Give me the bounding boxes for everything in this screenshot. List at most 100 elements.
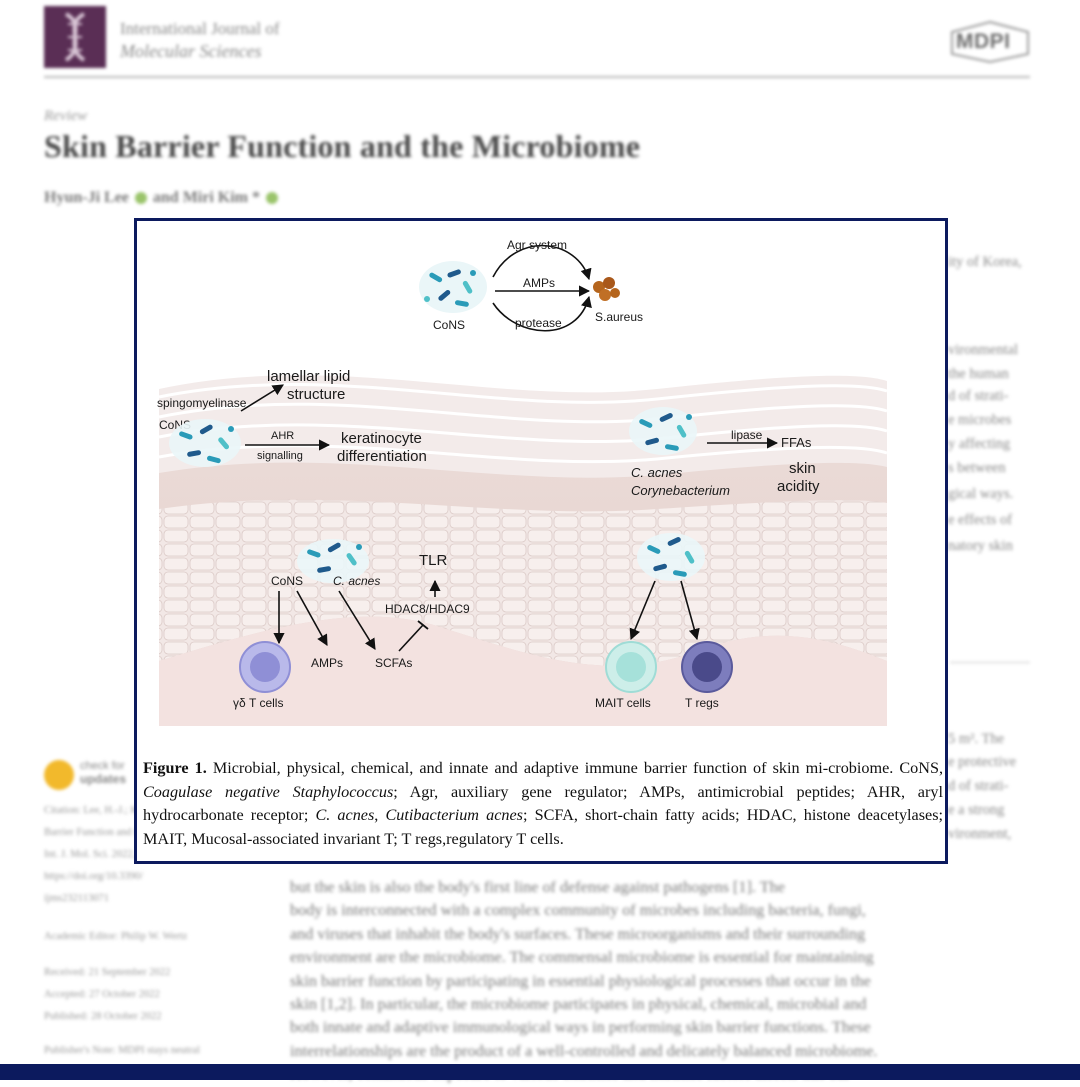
to-mait-arrow <box>629 580 656 641</box>
mdpi-logo: MDPI <box>950 20 1030 64</box>
protease-label: protease <box>515 316 562 330</box>
right-text-fragment: e effects of <box>948 512 1013 528</box>
check-updates-icon[interactable] <box>44 760 74 790</box>
figure-caption: Figure 1. Microbial, physical, chemical,… <box>143 757 943 851</box>
to-treg-arrow <box>680 580 700 641</box>
scfas-inhibit-line <box>398 624 424 652</box>
spingomyelinase-arrow <box>240 384 284 412</box>
amps-label-top: AMPs <box>523 276 555 290</box>
received-date: Received: 21 September 2022 <box>44 967 171 978</box>
skin-acidity-line2: acidity <box>777 478 820 495</box>
orcid-icon[interactable] <box>134 192 147 205</box>
scfas-label: SCFAs <box>375 656 412 670</box>
caption-italic: C. acnes <box>315 806 375 825</box>
staph-aureus-icon <box>593 277 620 301</box>
corynebacterium-label: Corynebacterium <box>631 483 730 498</box>
orcid-icon[interactable] <box>266 192 278 205</box>
inhibit-bar <box>417 620 429 630</box>
right-text-fragment: gical ways. <box>948 486 1014 502</box>
cons-bacteria-cluster-icon <box>169 419 241 467</box>
gd-t-cells-label: γδ T cells <box>233 696 283 710</box>
right-text-fragment: y affecting <box>948 436 1011 452</box>
publisher-note: Publisher's Note: MDPI stays neutral <box>44 1045 200 1056</box>
cons-bacteria-cluster-icon <box>419 261 487 313</box>
treg-cell-icon <box>681 641 733 693</box>
published-date: Published: 28 October 2022 <box>44 1011 162 1022</box>
doi-link[interactable]: https://doi.org/10.3390/ <box>44 871 143 882</box>
doi-link[interactable]: ijms232113071 <box>44 893 109 904</box>
check-updates-line1: check for <box>80 760 125 772</box>
keratinocyte-label-line2: differentiation <box>337 448 427 465</box>
figure-card: CoNS Agr system AMPs protease S.aureus l… <box>134 218 948 864</box>
header-divider <box>44 76 1030 78</box>
lower-left-interactions: CoNS C. acnes TLR HDAC8/HDAC9 AMPs SCFAs… <box>233 539 470 710</box>
skin-layers <box>158 375 888 726</box>
keratinocyte-label-line1: keratinocyte <box>341 430 422 447</box>
right-text-fragment: vironment, <box>948 826 1012 842</box>
protease-arrow <box>492 295 592 332</box>
journal-name-line1: International Journal of <box>120 19 280 38</box>
cacnes-label-lower: C. acnes <box>333 574 380 588</box>
ffas-label: FFAs <box>781 435 812 450</box>
journal-name: International Journal of Molecular Scien… <box>120 18 280 62</box>
caption-text: ; Agr, auxiliary gene regulator; AMPs, a… <box>143 782 943 825</box>
right-text-fragment: 5 m². The <box>948 731 1005 747</box>
mait-cell-icon <box>605 641 657 693</box>
lower-right-interactions: MAIT cells T regs <box>595 533 733 710</box>
lipase-label: lipase <box>731 428 763 442</box>
cacnes-bacteria-cluster-icon <box>629 407 697 455</box>
right-text-fragment: d of strati- <box>948 388 1009 404</box>
citation-text: Int. J. Mol. Sci. 2022, 23, <box>44 849 152 860</box>
gd-t-cell-icon <box>239 641 291 693</box>
accepted-date: Accepted: 27 October 2022 <box>44 989 160 1000</box>
citation-text: Citation: Lee, H.-J.; Kim, M. <box>44 805 167 816</box>
cacnes-bacteria-cluster-icon <box>637 533 705 581</box>
right-text-fragment: the human <box>948 366 1009 382</box>
author-separator: and <box>152 189 179 206</box>
spingomyelinase-label: spingomyelinase <box>157 396 247 410</box>
agr-arrow <box>492 244 592 281</box>
academic-editor: Academic Editor: Philip W. Wertz <box>44 931 188 942</box>
ahr-label: AHR <box>271 430 294 442</box>
right-text-fragment: ity of Korea, <box>948 254 1022 270</box>
tregs-label: T regs <box>685 696 719 710</box>
check-updates-label[interactable]: check for updates <box>80 760 126 786</box>
side-divider <box>950 662 1030 663</box>
publisher-name: MDPI <box>956 30 1011 53</box>
cons-to-amps-arrow <box>296 590 328 646</box>
lamellar-label-line2: structure <box>287 386 345 403</box>
dna-logo-icon <box>64 12 86 62</box>
check-updates-line2: updates <box>80 772 127 786</box>
hdac-label: HDAC8/HDAC9 <box>385 602 470 616</box>
author-line: Hyun-Ji Lee and Miri Kim * <box>44 189 280 207</box>
article-type: Review <box>44 108 88 124</box>
body-line: body is interconnected with a complex co… <box>290 901 866 920</box>
skin-microbiome-figure: CoNS Agr system AMPs protease S.aureus l… <box>157 238 888 726</box>
upper-right-interactions: lipase FFAs skin acidity C. acnes Coryne… <box>629 407 820 498</box>
caption-text: Microbial, physical, chemical, and innat… <box>206 759 943 777</box>
amps-label-lower: AMPs <box>311 656 343 670</box>
body-line: skin [1,2]. In particular, the microbiom… <box>290 995 867 1014</box>
body-line: environment are the microbiome. The comm… <box>290 948 874 967</box>
mdpi-hexagon-icon <box>951 20 1029 64</box>
body-line: and viruses that inhabit the body's surf… <box>290 924 866 943</box>
cacnes-label-upper: C. acnes <box>631 465 683 480</box>
body-line: skin barrier function by participating i… <box>290 971 871 990</box>
right-text-fragment: vironmental <box>948 342 1019 358</box>
body-line: both innate and adaptive immunological w… <box>290 1018 871 1037</box>
right-text-fragment: e a strong <box>948 802 1005 818</box>
cacnes-to-scfas-arrow <box>338 590 376 650</box>
article-body: but the skin is also the body's first li… <box>290 876 1030 1087</box>
body-line: interrelationships are the product of a … <box>290 1041 878 1060</box>
cons-label-lower: CoNS <box>271 574 303 588</box>
skin-acidity-line1: skin <box>789 460 816 477</box>
caption-italic: Cutibacterium acnes <box>385 806 523 825</box>
author-2: Miri Kim * <box>182 189 260 206</box>
tlr-label: TLR <box>419 552 448 569</box>
saureus-label: S.aureus <box>595 310 643 324</box>
caption-label: Figure 1. <box>143 759 207 777</box>
journal-name-line2: Molecular Sciences <box>120 41 262 61</box>
lamellar-label-line1: lamellar lipid <box>267 368 350 385</box>
agr-system-label: Agr system <box>507 238 567 252</box>
journal-logo <box>44 6 106 68</box>
